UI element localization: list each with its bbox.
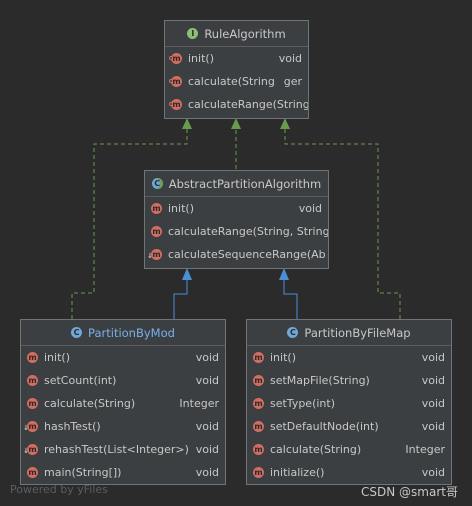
member-name: calculateSequenceRange(Ab: [168, 248, 326, 261]
node-header: I RuleAlgorithm: [165, 21, 308, 47]
method-icon: m: [147, 249, 162, 262]
member-row[interactable]: m calculate(String) Integer: [21, 392, 225, 415]
member-name: init(): [168, 202, 194, 215]
method-icon: m: [253, 444, 264, 455]
arrowhead-realization-3: [280, 118, 290, 129]
member-row[interactable]: m setDefaultNode(int) void: [247, 415, 451, 438]
member-row[interactable]: m init() void: [165, 47, 308, 70]
member-name: setType(int): [270, 397, 336, 410]
member-row[interactable]: m calculate(String) Integer: [247, 438, 451, 461]
member-name: calculate(String): [44, 397, 136, 410]
method-icon: m: [253, 421, 264, 432]
member-type: void: [421, 351, 445, 364]
member-name: main(String[]): [44, 466, 122, 479]
member-row[interactable]: m setCount(int) void: [21, 369, 225, 392]
node-title: AbstractPartitionAlgorithm: [168, 176, 322, 191]
member-row[interactable]: m main(String[]) void: [21, 461, 225, 484]
arrowhead-realization-1: [182, 118, 192, 129]
node-header: C PartitionByMod: [21, 320, 225, 346]
node-abstract-partition-algorithm[interactable]: C AbstractPartitionAlgorithm m init() vo…: [144, 170, 329, 269]
edge-partitionbymod-extends-abstract: [173, 276, 188, 319]
member-name: calculate(String): [270, 443, 362, 456]
method-icon: m: [169, 76, 182, 87]
method-icon: m: [253, 352, 264, 363]
powered-by-watermark: Powered by yFiles: [10, 483, 108, 496]
member-type: ger: [283, 75, 302, 88]
member-type: void: [298, 202, 322, 215]
class-icon: C: [287, 327, 299, 338]
member-row[interactable]: m hashTest() void: [21, 415, 225, 438]
member-row[interactable]: m setType(int) void: [247, 392, 451, 415]
method-icon: m: [23, 444, 38, 457]
member-name: init(): [44, 351, 70, 364]
method-icon: m: [169, 53, 182, 64]
member-type: void: [421, 420, 445, 433]
node-title: PartitionByFileMap: [304, 325, 411, 340]
member-row[interactable]: m init() void: [145, 197, 328, 220]
method-icon: m: [27, 398, 38, 409]
member-row[interactable]: m setMapFile(String) void: [247, 369, 451, 392]
member-name: rehashTest(List<Integer>): [44, 443, 188, 456]
node-partition-by-mod[interactable]: C PartitionByMod m init() void m setCoun…: [20, 319, 226, 485]
member-type: void: [195, 443, 219, 456]
member-row[interactable]: m init() void: [247, 346, 451, 369]
node-partition-by-file-map[interactable]: C PartitionByFileMap m init() void m set…: [246, 319, 452, 485]
abstract-class-icon: C: [151, 178, 163, 189]
method-icon: m: [27, 467, 38, 478]
edge-partitionbymod-realizes-rulealgorithm: [71, 124, 188, 319]
edge-partitionbyfilemap-extends-abstract: [283, 276, 298, 319]
node-rule-algorithm[interactable]: I RuleAlgorithm m init() void m calculat…: [164, 20, 309, 119]
method-icon: m: [151, 203, 162, 214]
member-type: Integer: [405, 443, 445, 456]
member-name: init(): [188, 52, 214, 65]
member-row[interactable]: m calculateRange(String: [165, 93, 308, 116]
member-name: initialize(): [270, 466, 325, 479]
member-row[interactable]: m calculateSequenceRange(Ab: [145, 243, 328, 266]
arrowhead-generalization-2: [279, 268, 289, 280]
member-type: void: [421, 397, 445, 410]
member-type: void: [195, 351, 219, 364]
member-row[interactable]: m rehashTest(List<Integer>) void: [21, 438, 225, 461]
method-icon: m: [151, 226, 162, 237]
method-icon: m: [253, 375, 264, 386]
member-type: void: [195, 420, 219, 433]
node-title: RuleAlgorithm: [204, 26, 286, 41]
method-icon: m: [253, 467, 264, 478]
interface-icon: I: [187, 28, 199, 39]
class-icon: C: [71, 327, 83, 338]
node-header: C AbstractPartitionAlgorithm: [145, 171, 328, 197]
member-type: void: [421, 466, 445, 479]
node-header: C PartitionByFileMap: [247, 320, 451, 346]
member-name: calculate(String): [188, 75, 276, 88]
method-icon: m: [253, 398, 264, 409]
method-icon: m: [27, 352, 38, 363]
member-type: void: [195, 374, 219, 387]
member-name: hashTest(): [44, 420, 101, 433]
arrowhead-generalization-1: [182, 268, 192, 280]
member-name: init(): [270, 351, 296, 364]
arrowhead-realization-2: [231, 118, 241, 129]
method-icon: m: [169, 99, 182, 110]
member-name: setCount(int): [44, 374, 117, 387]
member-type: void: [278, 52, 302, 65]
member-name: setDefaultNode(int): [270, 420, 379, 433]
member-type: void: [195, 466, 219, 479]
member-row[interactable]: m initialize() void: [247, 461, 451, 484]
method-icon: m: [27, 375, 38, 386]
member-type: Integer: [179, 397, 219, 410]
member-row[interactable]: m init() void: [21, 346, 225, 369]
member-name: setMapFile(String): [270, 374, 370, 387]
member-name: calculateRange(String, String: [168, 225, 328, 238]
member-row[interactable]: m calculateRange(String, String: [145, 220, 328, 243]
method-icon: m: [23, 421, 38, 434]
member-type: void: [421, 374, 445, 387]
node-title: PartitionByMod: [88, 325, 175, 340]
member-row[interactable]: m calculate(String) ger: [165, 70, 308, 93]
member-name: calculateRange(String: [188, 98, 308, 111]
edge-partitionbyfilemap-realizes-rulealgorithm: [284, 124, 401, 319]
csdn-watermark: CSDN @smart哥: [361, 485, 458, 499]
